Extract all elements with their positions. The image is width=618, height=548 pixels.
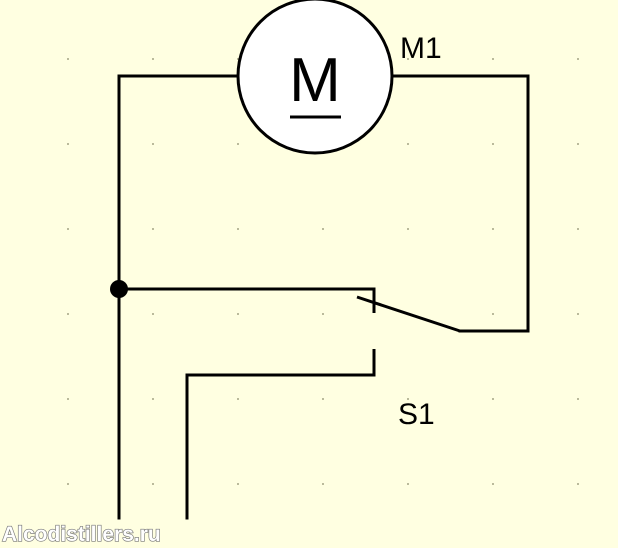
grid-dot: [67, 143, 69, 145]
motor-circle: [236, 0, 394, 155]
grid-dot: [322, 483, 324, 485]
grid-dot: [407, 483, 409, 485]
grid-dot: [67, 228, 69, 230]
watermark: Alcodistillers.ru: [2, 523, 161, 546]
grid-dot: [577, 483, 579, 485]
wire-left-main: [117, 74, 241, 520]
grid-dot: [407, 228, 409, 230]
grid-dot: [237, 228, 239, 230]
grid-dot: [67, 58, 69, 60]
switch-s1: [356, 289, 461, 375]
grid-dot: [492, 228, 494, 230]
grid-dot: [237, 143, 239, 145]
grid-dot: [152, 143, 154, 145]
grid-dot: [152, 313, 154, 315]
wires: [117, 74, 530, 520]
grid-dot: [322, 313, 324, 315]
grid-dot: [492, 313, 494, 315]
motor-m1: M: [236, 0, 394, 155]
motor-symbol: M: [289, 46, 341, 115]
grid-dot: [492, 398, 494, 400]
grid-dot: [577, 228, 579, 230]
grid-dot: [322, 228, 324, 230]
switch-designator: S1: [398, 398, 435, 431]
wire-switch-to-terminal: [185, 373, 376, 520]
grid-dot: [577, 58, 579, 60]
grid-dot: [577, 143, 579, 145]
switch-lever: [356, 295, 461, 333]
motor-designator: M1: [400, 32, 442, 65]
grid-dot: [577, 398, 579, 400]
grid-dot: [577, 313, 579, 315]
grid-dot: [492, 58, 494, 60]
grid-dot: [407, 58, 409, 60]
grid-dots: [67, 58, 579, 485]
grid-dot: [492, 483, 494, 485]
grid-dot: [67, 313, 69, 315]
wire-right-motor: [389, 74, 530, 333]
grid-dot: [237, 483, 239, 485]
grid-dot: [407, 398, 409, 400]
grid-dot: [152, 228, 154, 230]
grid-dot: [152, 483, 154, 485]
junction-dot: [110, 280, 128, 298]
grid-dot: [67, 398, 69, 400]
grid-dot: [237, 313, 239, 315]
grid-dot: [152, 398, 154, 400]
grid-dot: [152, 58, 154, 60]
grid-dot: [407, 143, 409, 145]
grid-dot: [237, 398, 239, 400]
grid-dot: [67, 483, 69, 485]
grid-dot: [492, 143, 494, 145]
grid-dot: [322, 398, 324, 400]
